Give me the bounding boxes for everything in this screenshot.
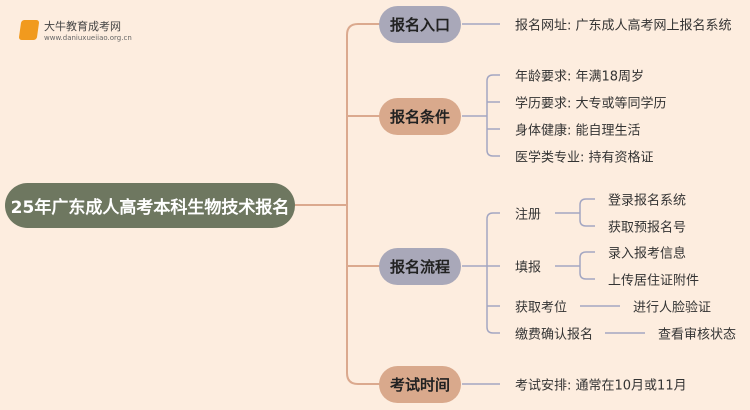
branch-entry: 报名入口 xyxy=(379,6,461,43)
leaf: 考试安排: 通常在10月或11月 xyxy=(515,378,687,394)
leaf: 年龄要求: 年满18周岁 xyxy=(515,69,645,85)
leaf: 录入报考信息 xyxy=(608,246,687,262)
branch-conditions: 报名条件 xyxy=(379,98,461,135)
leaf: 报名网址: 广东成人高考网上报名系统 xyxy=(515,18,732,34)
logo-name: 大牛教育成考网 xyxy=(44,20,121,33)
process-step: 填报 xyxy=(515,260,542,276)
root-node: 25年广东成人高考本科生物技术报名 xyxy=(5,183,295,228)
branch-process: 报名流程 xyxy=(379,248,461,285)
book-logo-icon xyxy=(18,20,40,40)
leaf: 获取预报名号 xyxy=(608,220,687,236)
leaf: 查看审核状态 xyxy=(658,327,737,343)
process-step: 缴费确认报名 xyxy=(515,327,594,343)
process-step: 注册 xyxy=(515,207,542,223)
process-step: 获取考位 xyxy=(515,300,568,316)
leaf: 进行人脸验证 xyxy=(633,300,712,316)
leaf: 上传居住证附件 xyxy=(608,273,700,289)
leaf: 医学类专业: 持有资格证 xyxy=(515,150,654,166)
logo-url: www.daniuxueiiao.org.cn xyxy=(44,34,132,42)
leaf: 身体健康: 能自理生活 xyxy=(515,123,641,139)
logo: 大牛教育成考网 www.daniuxueiiao.org.cn xyxy=(18,18,132,42)
leaf: 登录报名系统 xyxy=(608,193,687,209)
leaf: 学历要求: 大专或等同学历 xyxy=(515,96,667,112)
branch-time: 考试时间 xyxy=(379,366,461,403)
